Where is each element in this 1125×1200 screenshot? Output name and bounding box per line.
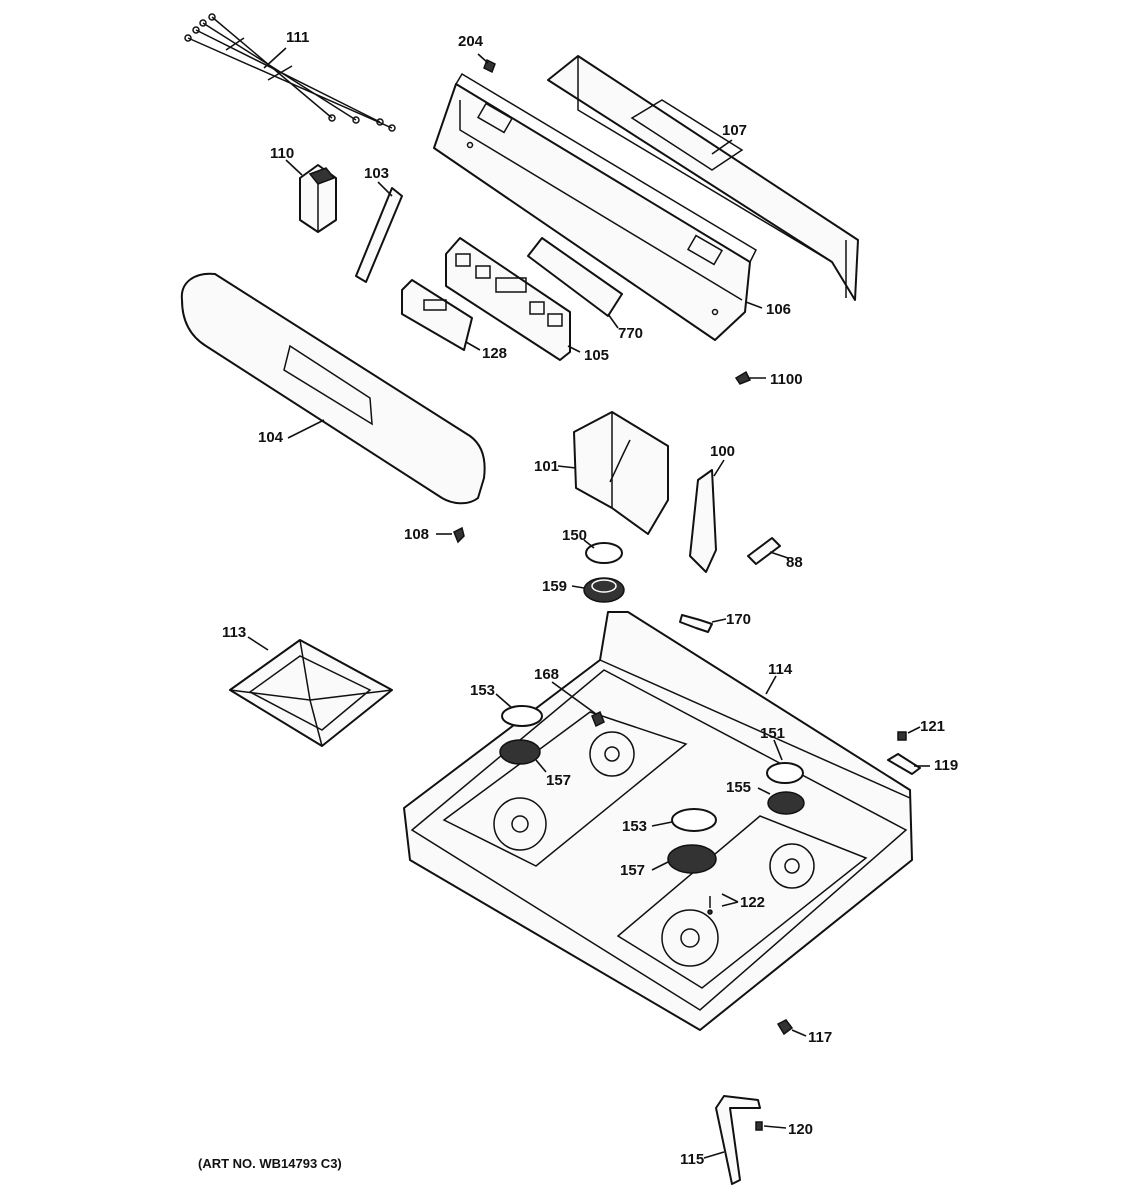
bracket-119-part (887, 753, 921, 775)
callout-122: 122 (740, 894, 765, 911)
grate-113-part (229, 639, 393, 747)
screw-204-part (483, 58, 496, 74)
trim-107-part (547, 55, 859, 301)
bracket-103-part (355, 187, 403, 283)
bracket-100-part (689, 469, 717, 573)
cooktop-114-part (403, 611, 913, 1031)
callout-110: 110 (270, 145, 294, 162)
callout-labels: 111 204 107 110 103 106 770 128 105 1100… (222, 29, 958, 1168)
callout-153-upper: 153 (470, 682, 495, 699)
callout-157-lower: 157 (620, 862, 645, 879)
art-number: (ART NO. WB14793 C3) (198, 1156, 342, 1171)
callout-104: 104 (258, 429, 284, 446)
screw-168-part (591, 710, 605, 728)
callout-106: 106 (766, 301, 791, 318)
callout-151: 151 (760, 725, 785, 742)
burner-cap-153b-part (671, 808, 717, 832)
screw-170-part (679, 614, 713, 633)
screw-121-part (897, 731, 907, 741)
burner-cap-153a-part (501, 705, 543, 727)
callout-153-lower: 153 (622, 818, 647, 835)
screw-1100-part (734, 370, 752, 385)
callout-120: 120 (788, 1121, 813, 1138)
callout-121: 121 (920, 718, 945, 735)
callout-204: 204 (458, 33, 484, 50)
callout-170: 170 (726, 611, 751, 628)
clip-88-part (747, 537, 781, 565)
backsplash-106-part (433, 72, 757, 341)
callout-107: 107 (722, 122, 747, 139)
screw-120-part (755, 1121, 763, 1131)
callout-168: 168 (534, 666, 559, 683)
callout-103: 103 (364, 165, 389, 182)
callout-119: 119 (934, 757, 958, 774)
callout-105: 105 (584, 347, 609, 364)
callout-111: 111 (286, 29, 309, 46)
wire-harness-part (184, 13, 396, 132)
callout-159: 159 (542, 578, 567, 595)
bracket-115-part (715, 1095, 761, 1185)
callout-770: 770 (618, 325, 643, 342)
switch-110-part (299, 164, 337, 233)
callout-1100: 1100 (770, 371, 803, 388)
screw-108-part (453, 526, 465, 544)
bracket-101-part (573, 411, 669, 535)
burner-head-155-part (767, 791, 805, 815)
leader-lines (247, 47, 930, 1159)
burner-cap-150-part (585, 542, 623, 564)
callout-114: 114 (768, 661, 793, 678)
callout-100: 100 (710, 443, 735, 460)
orifice-122-part (707, 896, 713, 915)
callout-115: 115 (680, 1151, 704, 1168)
callout-155: 155 (726, 779, 751, 796)
overlay-128-part (401, 279, 473, 351)
callout-108: 108 (404, 526, 429, 543)
burner-head-159-part (583, 577, 625, 603)
callout-101: 101 (534, 458, 559, 475)
control-panel-104-part (180, 272, 486, 505)
burner-cap-151-part (766, 762, 804, 784)
callout-150: 150 (562, 527, 587, 544)
burner-head-157b-part (667, 844, 717, 874)
control-board-105-part (445, 237, 571, 361)
callout-113: 113 (222, 624, 246, 641)
nut-117-part (776, 1019, 794, 1036)
strip-770-part (527, 237, 623, 317)
callout-128: 128 (482, 345, 507, 362)
callout-88: 88 (786, 554, 803, 571)
burner-head-157a-part (499, 739, 541, 765)
callout-157-upper: 157 (546, 772, 571, 789)
callout-117: 117 (808, 1029, 832, 1046)
